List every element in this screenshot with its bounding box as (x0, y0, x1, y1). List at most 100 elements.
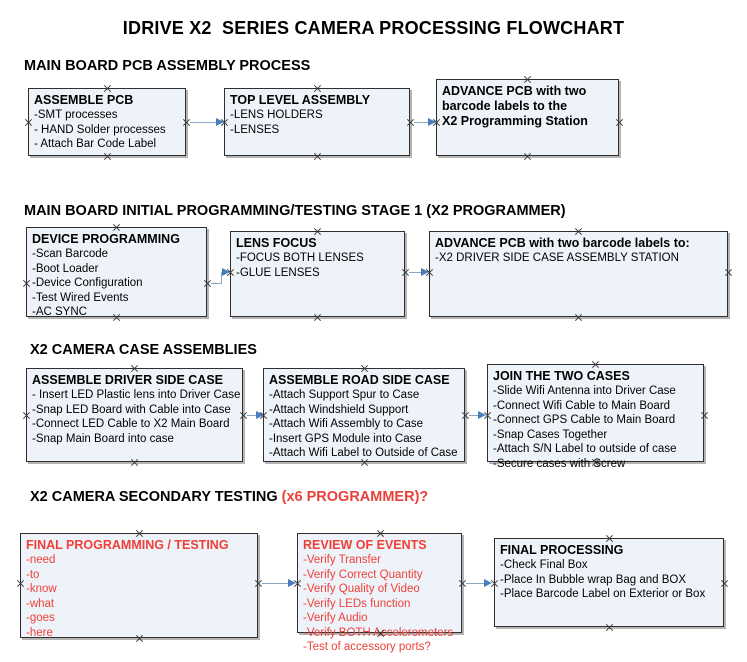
connection-handle-left[interactable] (425, 268, 434, 277)
connection-handle-left[interactable] (22, 279, 31, 288)
connection-handle-top[interactable] (376, 529, 385, 538)
connection-handle-left[interactable] (259, 411, 268, 420)
connection-handle-top[interactable] (103, 84, 112, 93)
connection-handle-top[interactable] (605, 534, 614, 543)
connection-handle-bottom[interactable] (574, 313, 583, 322)
connection-handle-top[interactable] (360, 364, 369, 373)
connection-handle-left[interactable] (22, 411, 31, 420)
box-assemble-road-side-case-line: -Attach Wifi Label to Outside of Case (269, 447, 458, 459)
connection-handle-top[interactable] (574, 227, 583, 236)
box-join-the-two-cases[interactable]: JOIN THE TWO CASES -Slide Wifi Antenna i… (487, 364, 704, 470)
box-review-of-events-line: -Verify Quality of Video (303, 583, 420, 595)
box-assemble-driver-side-case-line: -Snap Main Board into case (32, 432, 174, 445)
connection-handle-bottom[interactable] (591, 458, 600, 467)
connection-handle-left[interactable] (293, 579, 302, 588)
box-final-processing-title: FINAL PROCESSING (500, 543, 624, 557)
box-device-programming-title: DEVICE PROGRAMMING (32, 232, 180, 246)
box-join-the-two-cases-line: -Slide Wifi Antenna into Driver Case (493, 385, 676, 397)
box-top-level-assembly-line: -LENS HOLDERS (230, 109, 323, 121)
box-advance-pcb-station-line: X2 Programming Station (442, 114, 588, 128)
connection-handle-right[interactable] (700, 411, 709, 420)
connection-handle-bottom[interactable] (103, 152, 112, 161)
box-assemble-pcb-title: ASSEMBLE PCB (34, 93, 134, 107)
box-assemble-road-side-case-title: ASSEMBLE ROAD SIDE CASE (269, 373, 450, 387)
connection-handle-bottom[interactable] (112, 313, 121, 322)
connection-handle-top[interactable] (313, 84, 322, 93)
connection-handle-top[interactable] (135, 529, 144, 538)
box-final-programming-testing-title: FINAL PROGRAMMING / TESTING (26, 538, 229, 552)
box-join-the-two-cases-line: -Snap Cases Together (493, 428, 608, 441)
connection-handle-top[interactable] (523, 75, 532, 84)
box-device-programming-line: -Boot Loader (32, 262, 99, 275)
box-assemble-pcb-line: - Attach Bar Code Label (34, 138, 157, 150)
connection-handle-bottom[interactable] (605, 623, 614, 632)
box-assemble-driver-side-case-line: -Connect LED Cable to X2 Main Board (32, 418, 230, 430)
box-final-programming-testing-line: -know (26, 583, 57, 595)
connection-handle-left[interactable] (24, 118, 33, 127)
box-top-level-assembly[interactable]: TOP LEVEL ASSEMBLY -LENS HOLDERS -LENSES (224, 88, 410, 156)
box-final-programming-testing[interactable]: FINAL PROGRAMMING / TESTING -need -to -k… (20, 533, 258, 639)
box-lens-focus-title: LENS FOCUS (236, 236, 317, 250)
connection-handle-bottom[interactable] (313, 313, 322, 322)
box-final-processing-line: -Check Final Box (500, 559, 588, 571)
connection-handle-right[interactable] (720, 579, 729, 588)
box-review-of-events[interactable]: REVIEW OF EVENTS -Verify Transfer -Verif… (297, 533, 462, 653)
box-advance-pcb-to-programming-station[interactable]: ADVANCE PCB with two barcode labels to t… (436, 79, 619, 156)
box-assemble-driver-side-case-line: - Insert LED Plastic lens into Driver Ca… (32, 389, 241, 401)
connector-lens-focus-to-advance-pcb-driver (409, 272, 423, 273)
box-lens-focus-line: -FOCUS BOTH LENSES (236, 252, 364, 264)
box-advance-pcb-station-line: barcode labels to the (442, 99, 568, 113)
box-assemble-driver-side-case[interactable]: ASSEMBLE DRIVER SIDE CASE - Insert LED P… (26, 368, 243, 462)
box-assemble-pcb[interactable]: ASSEMBLE PCB -SMT processes - HAND Solde… (28, 88, 186, 156)
connection-handle-left[interactable] (432, 118, 441, 127)
connection-handle-top[interactable] (313, 227, 322, 236)
section-heading-x2-camera-case-assemblies: X2 CAMERA CASE ASSEMBLIES (30, 342, 257, 358)
box-advance-pcb-driver-title: ADVANCE PCB with two barcode labels to: (435, 236, 690, 250)
connector-top-level-to-advance-pcb (414, 122, 428, 123)
connection-handle-bottom[interactable] (523, 152, 532, 161)
connection-handle-top[interactable] (591, 360, 600, 369)
box-final-programming-testing-line: -goes (26, 612, 55, 624)
connection-handle-left[interactable] (16, 579, 25, 588)
box-assemble-pcb-line: -SMT processes (34, 109, 118, 121)
box-advance-pcb-station-title: ADVANCE PCB with two (442, 84, 587, 98)
box-review-of-events-line: -Verify Transfer (303, 554, 381, 566)
box-advance-pcb-to-driver-side-case[interactable]: ADVANCE PCB with two barcode labels to: … (429, 231, 728, 317)
connection-handle-left[interactable] (220, 118, 229, 127)
connection-handle-left[interactable] (483, 411, 492, 420)
box-assemble-pcb-line: - HAND Solder processes (34, 123, 166, 136)
box-device-programming-line: -Scan Barcode (32, 248, 109, 260)
section-heading-x2-camera-secondary-testing: X2 CAMERA SECONDARY TESTING (x6 PROGRAMM… (30, 489, 428, 505)
box-review-of-events-line: -Verify Audio (303, 612, 368, 624)
connection-handle-right[interactable] (615, 118, 624, 127)
connector-driver-side-to-road-side (247, 415, 259, 416)
box-assemble-road-side-case-line: -Attach Wifi Assembly to Case (269, 418, 424, 430)
box-lens-focus-line: -GLUE LENSES (236, 266, 320, 279)
connection-handle-left[interactable] (226, 268, 235, 277)
connector-final-programming-to-review-of-events (262, 583, 292, 584)
connection-handle-bottom[interactable] (130, 458, 139, 467)
connector-review-of-events-to-final-processing (466, 583, 490, 584)
box-final-processing[interactable]: FINAL PROCESSING -Check Final Box -Place… (494, 538, 724, 627)
box-device-programming[interactable]: DEVICE PROGRAMMING -Scan Barcode -Boot L… (26, 227, 207, 318)
box-lens-focus[interactable]: LENS FOCUS -FOCUS BOTH LENSES -GLUE LENS… (230, 231, 405, 317)
connection-handle-bottom[interactable] (360, 458, 369, 467)
connection-handle-top[interactable] (130, 364, 139, 373)
box-join-the-two-cases-line: -Connect GPS Cable to Main Board (493, 414, 676, 426)
box-final-processing-line: -Place Barcode Label on Exterior or Box (500, 588, 706, 600)
connector-assemble-pcb-to-top-level (190, 122, 220, 123)
connection-handle-bottom[interactable] (376, 629, 385, 638)
connection-handle-top[interactable] (112, 223, 121, 232)
connection-handle-right[interactable] (724, 268, 733, 277)
box-top-level-assembly-line: -LENSES (230, 123, 280, 136)
box-review-of-events-line: -Test of accessory ports? (303, 641, 431, 653)
connection-handle-bottom[interactable] (313, 152, 322, 161)
box-device-programming-line: -Device Configuration (32, 277, 143, 289)
box-assemble-driver-side-case-title: ASSEMBLE DRIVER SIDE CASE (32, 373, 224, 387)
connection-handle-left[interactable] (490, 579, 499, 588)
connector-road-side-to-join-cases (469, 415, 483, 416)
box-assemble-road-side-case-line: -Attach Support Spur to Case (269, 389, 420, 401)
box-assemble-road-side-case[interactable]: ASSEMBLE ROAD SIDE CASE -Attach Support … (263, 368, 465, 462)
connection-handle-bottom[interactable] (135, 634, 144, 643)
